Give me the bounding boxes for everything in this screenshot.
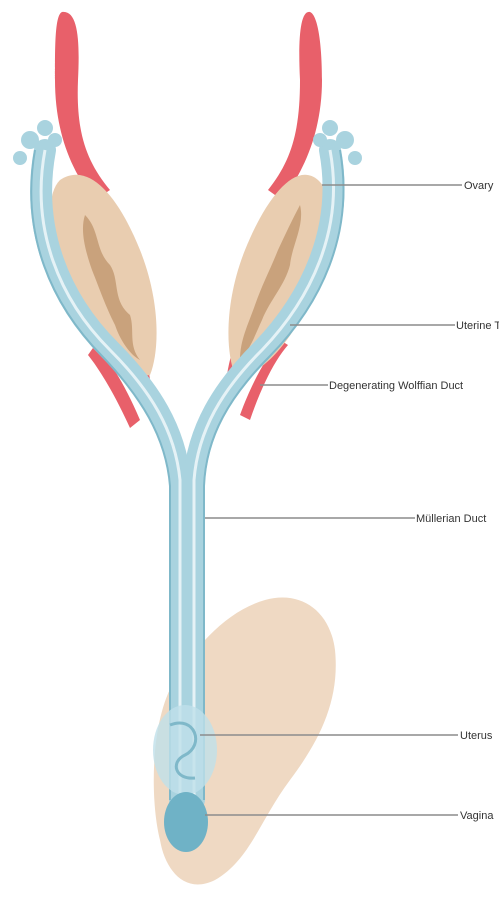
label-uterus: Uterus [460, 730, 493, 742]
uterus-region [153, 705, 217, 795]
label-ovary: Ovary [464, 180, 494, 192]
label-uterine-tube: Uterine Tube [456, 320, 499, 332]
label-vagina: Vagina [460, 810, 494, 822]
red-duct-left-top [55, 12, 110, 200]
label-degenerating-wolffian-duct: Degenerating Wolffian Duct [329, 380, 463, 392]
vagina-bulb [164, 792, 208, 852]
red-duct-right-top [268, 12, 322, 200]
label-mullerian-duct: Müllerian Duct [416, 513, 486, 525]
